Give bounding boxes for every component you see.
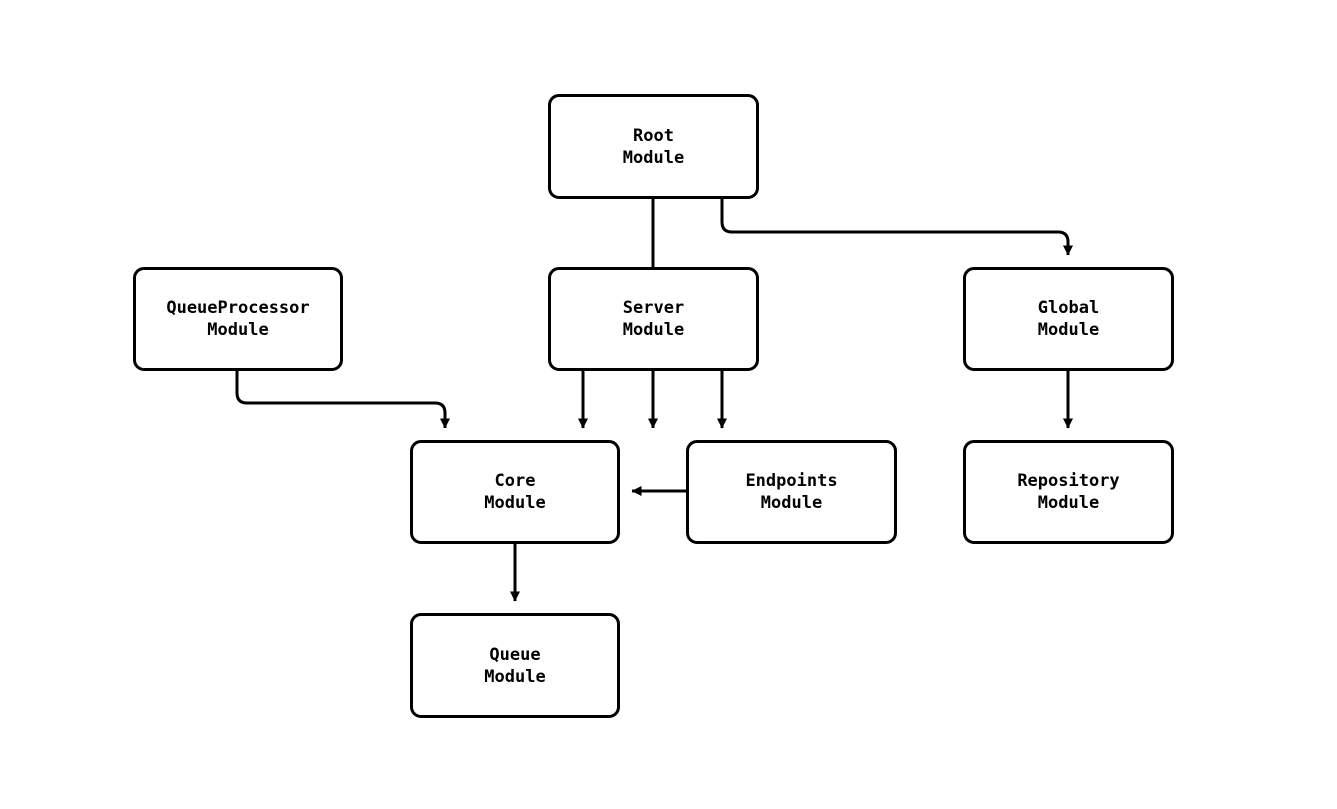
node-server-label-line1: Server bbox=[622, 298, 685, 318]
node-root-label-line2: Module bbox=[622, 147, 685, 168]
node-repository-label-line2: Module bbox=[1037, 493, 1100, 513]
edge-root-to-global bbox=[720, 199, 1073, 256]
edge-queueprocessor-to-core bbox=[235, 371, 450, 429]
node-queueprocessor-label-line1: QueueProcessor bbox=[166, 298, 310, 318]
node-root-label-line1: Root bbox=[633, 125, 674, 146]
node-endpoints-label-line2: Module bbox=[760, 493, 823, 513]
node-queue-label-line2: Module bbox=[484, 666, 546, 687]
node-endpoints-label-line1: Endpoints bbox=[745, 471, 838, 491]
node-global-label-line2: Module bbox=[1037, 320, 1100, 340]
node-core-label-line2: Module bbox=[484, 493, 546, 513]
node-global-label-line1: Global bbox=[1037, 298, 1100, 318]
node-repository-label-line1: Repository bbox=[1017, 471, 1120, 491]
node-core-label-line1: Core bbox=[494, 471, 536, 491]
node-queueprocessor-label-line2: Module bbox=[207, 320, 269, 340]
node-server-label-line2: Module bbox=[622, 320, 685, 340]
node-queue-label-line1: Queue bbox=[489, 644, 541, 665]
